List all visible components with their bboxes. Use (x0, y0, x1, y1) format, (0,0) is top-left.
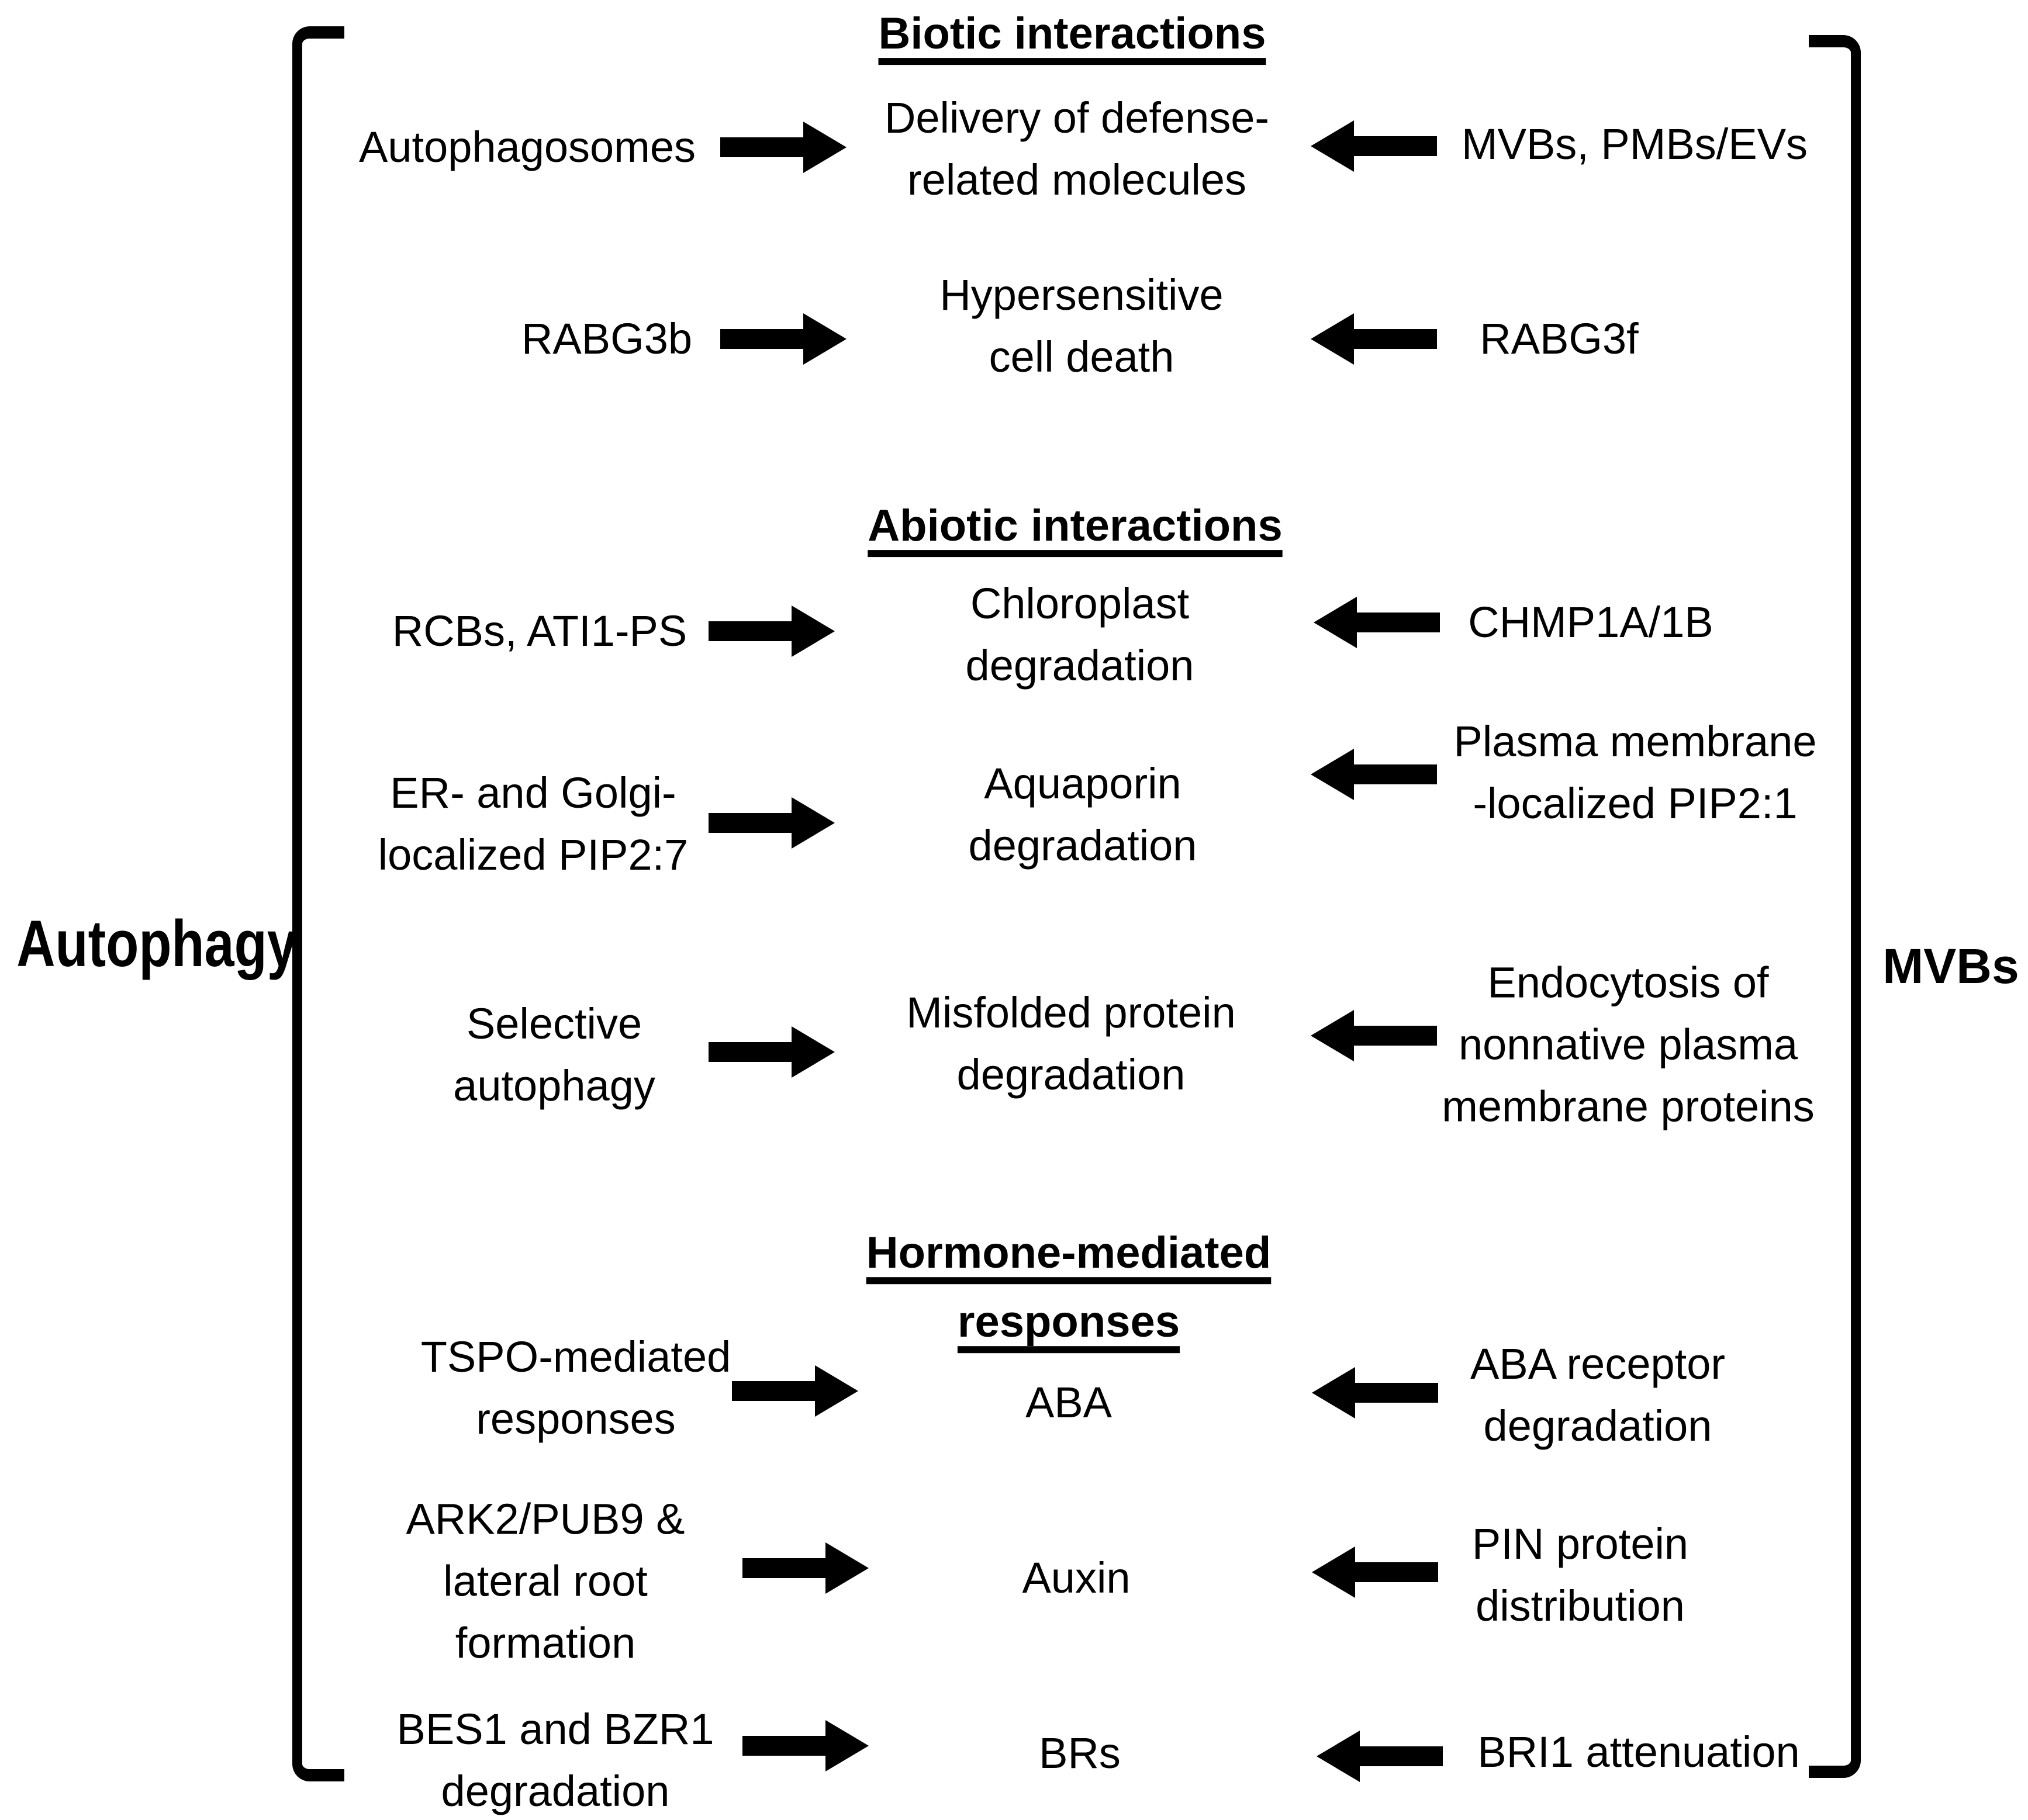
row-right-text-rabg3f: RABG3f (1480, 314, 1639, 364)
row-right-text-endocytosis-nonnative-proteins: Endocytosis of nonnative plasma membrane… (1442, 958, 1815, 1130)
row-right-text-chmp1a-1b: CHMP1A/1B (1468, 598, 1713, 647)
row-left-text-bes1-bzr1-degradation: BES1 and BZR1 degradation (396, 1705, 714, 1815)
row-right-text-pin-protein-distribution: PIN protein distribution (1471, 1520, 1689, 1630)
arrow-right-icon (742, 1720, 869, 1771)
row-left-text-ark2-pub9-lateral-root: ARK2/PUB9 & lateral root formation (406, 1494, 685, 1667)
section-title-hormone-mediated-responses: Hormone-mediated responses (866, 1228, 1272, 1347)
arrow-left-icon (1312, 1367, 1438, 1418)
row-right-text-bri1-attenuation: BRI1 attenuation (1477, 1728, 1800, 1777)
section-title-abiotic-interactions: Abiotic interactions (868, 501, 1283, 551)
arrow-right-icon (720, 122, 847, 173)
arrow-left-icon (1317, 1731, 1443, 1782)
row-left-text-tspo-mediated-responses: TSPO-mediated responses (420, 1333, 731, 1443)
row-center-text-misfolded-protein-degradation: Misfolded protein degradation (906, 988, 1236, 1099)
arrow-right-icon (709, 605, 835, 657)
arrow-right-icon (732, 1365, 858, 1417)
row-right-text-mvbs-pmbs-evs: MVBs, PMBs/EVs (1461, 120, 1808, 169)
arrow-right-icon (709, 1026, 835, 1078)
arrow-left-icon (1311, 313, 1437, 365)
row-center-text-chloroplast-degradation: Chloroplast degradation (965, 579, 1194, 690)
row-left-text-autophagosomes: Autophagosomes (359, 123, 696, 172)
group-label-autophagy: Autophagy (16, 906, 297, 980)
row-left-text-er-golgi-pip2-7: ER- and Golgi- localized PIP2:7 (378, 769, 689, 879)
row-left-text-selective-autophagy: Selective autophagy (453, 999, 655, 1110)
row-right-text-plasma-membrane-pip2-1: Plasma membrane -localized PIP2:1 (1453, 717, 1817, 828)
arrow-left-icon (1314, 597, 1440, 648)
group-label-mvbs: MVBs (1882, 938, 2019, 994)
left-bracket (292, 26, 344, 1781)
row-right-text-aba-receptor-degradation: ABA receptor degradation (1470, 1340, 1726, 1450)
row-center-text-auxin: Auxin (1022, 1553, 1131, 1603)
section-title-biotic-interactions: Biotic interactions (878, 9, 1266, 59)
row-center-text-brs: BRs (1039, 1729, 1121, 1778)
row-center-text-aba: ABA (1025, 1378, 1113, 1427)
arrow-right-icon (709, 797, 835, 849)
row-center-text-hypersensitive-cell-death: Hypersensitive cell death (939, 271, 1224, 381)
arrow-right-icon (720, 313, 847, 365)
arrow-left-icon (1312, 1546, 1438, 1598)
arrow-left-icon (1311, 749, 1437, 800)
arrow-left-icon (1311, 120, 1437, 172)
row-left-text-rabg3b: RABG3b (521, 314, 693, 364)
row-left-text-rcbs-ati1-ps: RCBs, ATI1-PS (392, 607, 687, 656)
arrow-right-icon (742, 1542, 869, 1594)
row-center-text-aquaporin-degradation: Aquaporin degradation (968, 759, 1197, 870)
right-bracket (1809, 35, 1861, 1778)
arrow-left-icon (1311, 1010, 1437, 1061)
row-center-text-delivery-defense-molecules: Delivery of defense- related molecules (884, 94, 1270, 204)
